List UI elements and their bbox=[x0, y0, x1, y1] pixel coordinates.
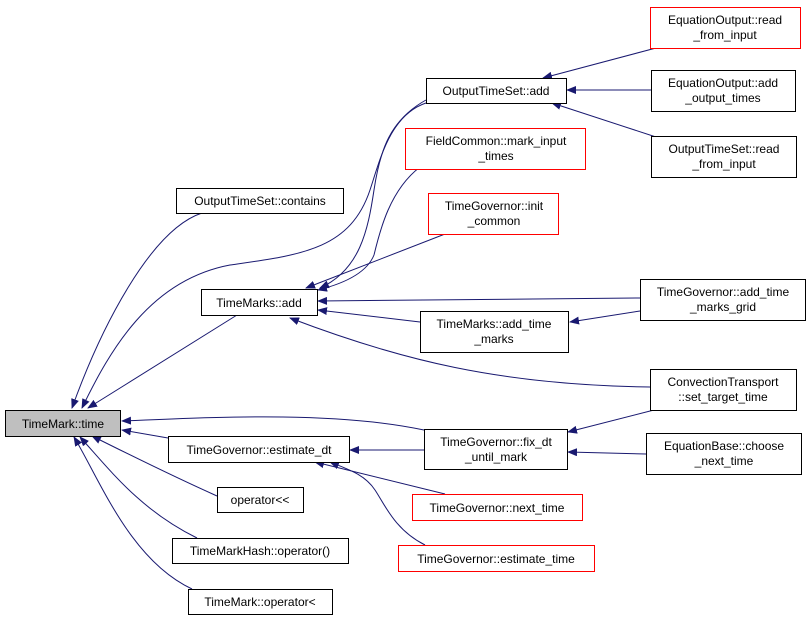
svg-text:FieldCommon::mark_input: FieldCommon::mark_input bbox=[426, 134, 567, 148]
edges bbox=[71, 47, 657, 590]
svg-text:TimeMarks::add: TimeMarks::add bbox=[216, 296, 302, 310]
svg-text:OutputTimeSet::add: OutputTimeSet::add bbox=[443, 84, 550, 98]
edge-outputtimesetadd-time bbox=[81, 102, 427, 409]
node-equationoutput-read-from-input[interactable]: EquationOutput::read _from_input bbox=[650, 7, 801, 49]
edge-convection-fixdt bbox=[567, 409, 655, 434]
edge-addgrid-addtimemarks bbox=[569, 310, 641, 325]
svg-text:ConvectionTransport: ConvectionTransport bbox=[668, 375, 780, 389]
svg-text:_times: _times bbox=[477, 149, 513, 163]
node-timegovernor-estimate-dt[interactable]: TimeGovernor::estimate_dt bbox=[168, 436, 350, 463]
svg-text:TimeGovernor::estimate_time: TimeGovernor::estimate_time bbox=[417, 552, 575, 566]
node-timemarkhash-operator[interactable]: TimeMarkHash::operator() bbox=[172, 538, 349, 564]
svg-text:::set_target_time: ::set_target_time bbox=[678, 390, 768, 404]
edge-eqoutread-outputtimesetadd bbox=[542, 47, 657, 80]
edge-convection-timemarksadd bbox=[289, 317, 651, 388]
node-timegovernor-add-time-marks-grid[interactable]: TimeGovernor::add_time _marks_grid bbox=[640, 279, 806, 321]
edge-addgrid-timemarksadd bbox=[317, 296, 641, 305]
svg-text:TimeGovernor::fix_dt: TimeGovernor::fix_dt bbox=[440, 435, 552, 449]
svg-text:_from_input: _from_input bbox=[691, 157, 756, 171]
svg-text:_marks: _marks bbox=[473, 332, 513, 346]
node-timemarks-add[interactable]: TimeMarks::add bbox=[201, 289, 318, 316]
svg-text:TimeMark::operator<: TimeMark::operator< bbox=[204, 595, 315, 609]
edge-operatorll-time bbox=[91, 435, 218, 497]
node-operator-ll[interactable]: operator<< bbox=[217, 487, 304, 513]
edge-initcommon-timemarksadd bbox=[305, 233, 446, 289]
node-timegovernor-estimate-time[interactable]: TimeGovernor::estimate_time bbox=[398, 545, 595, 572]
node-outputtimeset-add[interactable]: OutputTimeSet::add bbox=[426, 78, 567, 104]
svg-text:_from_input: _from_input bbox=[692, 28, 757, 42]
svg-text:EquationOutput::read: EquationOutput::read bbox=[668, 13, 782, 27]
node-equationbase-choose-next-time[interactable]: EquationBase::choose _next_time bbox=[646, 433, 802, 475]
svg-text:_until_mark: _until_mark bbox=[464, 450, 528, 464]
svg-text:EquationOutput::add: EquationOutput::add bbox=[668, 76, 778, 90]
node-timemark-operator-lt[interactable]: TimeMark::operator< bbox=[188, 589, 333, 615]
edge-outputtimesetadd-timemarksadd bbox=[319, 99, 427, 289]
svg-text:_output_times: _output_times bbox=[684, 91, 760, 105]
edge-estimatedt-time bbox=[121, 427, 169, 439]
svg-text:_next_time: _next_time bbox=[694, 454, 754, 468]
edge-fixdt-time bbox=[121, 416, 425, 431]
node-timegovernor-next-time[interactable]: TimeGovernor::next_time bbox=[412, 494, 583, 521]
edge-timemarkoplt-time bbox=[73, 436, 193, 590]
node-outputtimeset-contains[interactable]: OutputTimeSet::contains bbox=[176, 188, 344, 214]
node-timegovernor-fix-dt-until-mark[interactable]: TimeGovernor::fix_dt _until_mark bbox=[424, 429, 568, 470]
svg-text:TimeGovernor::estimate_dt: TimeGovernor::estimate_dt bbox=[187, 443, 333, 457]
node-outputtimeset-read-from-input[interactable]: OutputTimeSet::read _from_input bbox=[651, 136, 797, 178]
svg-text:TimeMarkHash::operator(): TimeMarkHash::operator() bbox=[190, 544, 330, 558]
node-timemark-time[interactable]: TimeMark::time bbox=[5, 410, 121, 437]
svg-text:TimeMark::time: TimeMark::time bbox=[22, 417, 105, 431]
edge-timemarkhash-time bbox=[79, 436, 198, 539]
edge-contains-time bbox=[71, 212, 203, 409]
svg-text:operator<<: operator<< bbox=[231, 493, 290, 507]
node-fieldcommon-mark-input-times[interactable]: FieldCommon::mark_input _times bbox=[405, 128, 586, 170]
svg-text:OutputTimeSet::contains: OutputTimeSet::contains bbox=[194, 194, 326, 208]
edge-estimatetime-estimatedt bbox=[329, 461, 426, 546]
edge-timemarksadd-time bbox=[87, 314, 238, 409]
node-timegovernor-init-common[interactable]: TimeGovernor::init _common bbox=[428, 193, 559, 235]
svg-text:EquationBase::choose: EquationBase::choose bbox=[664, 439, 784, 453]
svg-text:TimeMarks::add_time: TimeMarks::add_time bbox=[437, 317, 552, 331]
node-timemarks-add-time-marks[interactable]: TimeMarks::add_time _marks bbox=[420, 311, 569, 353]
svg-text:OutputTimeSet::read: OutputTimeSet::read bbox=[669, 142, 780, 156]
edge-addtimemarks-timemarksadd bbox=[317, 307, 421, 323]
node-equationoutput-add-output-times[interactable]: EquationOutput::add _output_times bbox=[651, 70, 796, 112]
svg-text:TimeGovernor::init: TimeGovernor::init bbox=[445, 199, 544, 213]
svg-text:_common: _common bbox=[467, 214, 521, 228]
edge-fieldcommon-timemarksadd bbox=[317, 166, 421, 292]
svg-text:TimeGovernor::add_time: TimeGovernor::add_time bbox=[657, 285, 790, 299]
edge-choosenext-fixdt bbox=[567, 448, 647, 457]
svg-text:TimeGovernor::next_time: TimeGovernor::next_time bbox=[430, 501, 565, 515]
node-convectiontransport-set-target-time[interactable]: ConvectionTransport ::set_target_time bbox=[650, 369, 797, 411]
svg-text:_marks_grid: _marks_grid bbox=[689, 300, 756, 314]
edge-otsread-outputtimesetadd bbox=[551, 101, 657, 138]
